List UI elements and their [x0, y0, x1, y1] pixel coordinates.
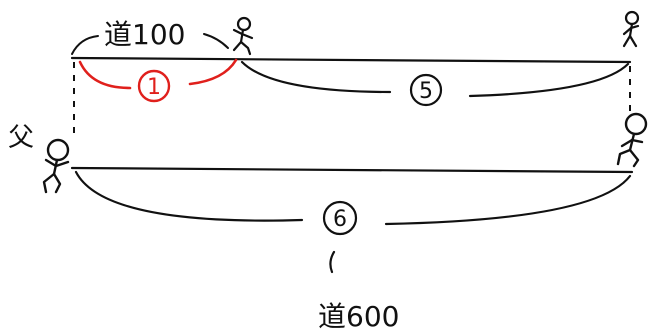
- top-segment-brace-left: [240, 60, 392, 94]
- bottom-distance-label: 道600: [318, 300, 399, 333]
- top-circle-marker: [409, 73, 443, 107]
- bottom-segment-brace-right: [384, 174, 632, 226]
- top-distance-label: 道100: [104, 18, 185, 51]
- red-segment-number: 1: [147, 75, 161, 100]
- bottom-circle-marker: [322, 200, 358, 236]
- bottom-segment-number: 6: [333, 207, 347, 232]
- top-segment-number: 5: [419, 79, 433, 104]
- red-circle-marker: [137, 69, 171, 103]
- father-label: 父: [8, 123, 34, 153]
- walker-figure-top-right-icon: [622, 10, 640, 48]
- bottom-label-stem: [329, 250, 336, 274]
- bottom-segment-brace-left: [74, 170, 304, 222]
- red-segment-brace-left: [78, 60, 132, 90]
- walker-figure-bottom-right-icon: [616, 112, 648, 168]
- walker-figure-top-left-icon: [232, 16, 254, 56]
- red-segment-brace-right: [188, 58, 238, 86]
- father-figure-icon: [42, 138, 70, 194]
- top-road-line: [70, 56, 632, 64]
- top-segment-brace-right: [468, 62, 630, 98]
- top-label-brace-left: [71, 35, 99, 55]
- top-label-brace-right: [203, 33, 229, 49]
- bottom-road-line: [70, 166, 634, 174]
